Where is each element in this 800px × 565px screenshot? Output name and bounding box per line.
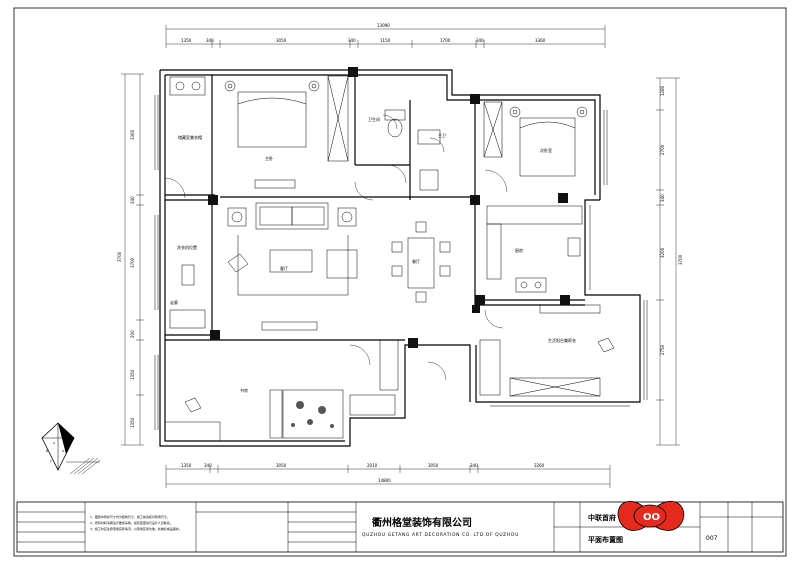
study-rug — [282, 389, 344, 439]
dim-total-bottom: 14800 — [378, 478, 391, 483]
dim-right-2: 2700 — [660, 144, 665, 155]
dimension-texts: 13090 1350 340 3050 340 1150 1700 340 33… — [117, 23, 683, 483]
dim-left-5: 1350 — [130, 369, 135, 380]
sofa — [255, 202, 329, 230]
dim-right-total: 3700 — [678, 254, 683, 265]
dimension-lines — [121, 25, 680, 488]
compass-c: C — [50, 459, 52, 463]
title-note-3: 3、施工时应注意现场实际情况，以现场实测为准，并做好成品保护。 — [90, 526, 182, 531]
second-bed — [519, 117, 576, 177]
room-kitchen: 厨房 — [515, 247, 523, 253]
dim-top-4: 340 — [348, 38, 356, 43]
title-note-2: 2、所有材料请按设计要求采购，如有变更请与设计人员联系。 — [90, 520, 173, 525]
dim-right-3: 340 — [660, 194, 665, 202]
room-hall: 走廊 — [170, 299, 178, 305]
room-dining: 餐厅 — [412, 258, 420, 264]
dim-top-3: 3050 — [276, 38, 287, 43]
dim-top-7: 340 — [476, 38, 484, 43]
dim-bottom-2: 340 — [204, 463, 212, 468]
wardrobe-master — [327, 75, 349, 162]
dim-bottom-1: 1350 — [181, 463, 192, 468]
furniture — [164, 75, 615, 442]
dim-left-1: 3360 — [130, 129, 135, 140]
dim-right-1: 1280 — [660, 85, 665, 96]
room-master-bedroom: 主卧 — [265, 155, 273, 161]
title-block-text: 1、图纸中所标尺寸均为结构尺寸，施工前请核对现场尺寸。 2、所有材料请按设计要求… — [90, 513, 718, 544]
title-note-1: 1、图纸中所标尺寸均为结构尺寸，施工前请核对现场尺寸。 — [90, 514, 170, 519]
room-master-bath: 主卫 — [438, 132, 446, 138]
dim-bottom-4: 2010 — [367, 463, 378, 468]
stamp-text: OO — [643, 512, 660, 523]
dim-top-1: 1350 — [181, 38, 192, 43]
dim-bottom-7: 3260 — [534, 463, 545, 468]
sheet-border — [13, 7, 787, 557]
compass-a: A — [53, 441, 56, 445]
dim-left-3: 3700 — [130, 257, 135, 268]
company-name-en: QUZHOU GETANG ART DECORATION CO. LTD OF … — [362, 532, 519, 538]
dim-left-total: 3700 — [117, 251, 122, 262]
dim-total-top: 13090 — [377, 23, 390, 28]
room-study: 书房 — [240, 387, 248, 393]
page-number: 007 — [706, 535, 718, 542]
room-storage: 储藏室兼衣帽 — [178, 134, 202, 140]
room-laundry: 洗衣机位置 — [177, 244, 197, 250]
dim-left-6: 1350 — [130, 417, 135, 428]
dim-bottom-5: 3050 — [428, 463, 439, 468]
room-second-bedroom: 次卧室 — [540, 147, 552, 153]
room-labels: 主卧 次卧室 卫生间 主卫 客厅 餐厅 厨房 生活阳台兼晾衣 书房 储藏室兼衣帽… — [170, 116, 576, 393]
wardrobe-second — [483, 101, 503, 158]
dim-top-8: 3360 — [535, 38, 546, 43]
drawing-name: 平面布置图 — [588, 535, 623, 544]
company-name-cn: 衢州格堂装饰有限公司 — [372, 516, 472, 529]
coffee-table — [269, 249, 313, 273]
study-desk — [164, 421, 221, 442]
room-guest-bath: 卫生间 — [368, 116, 380, 122]
dining-table — [407, 237, 435, 289]
compass-d: D — [62, 449, 65, 453]
compass-b: B — [46, 449, 48, 453]
dim-left-4: 200 — [130, 330, 135, 338]
red-bow-stamp: OO — [617, 500, 685, 531]
room-living: 客厅 — [280, 265, 288, 271]
dim-top-5: 1150 — [380, 38, 391, 43]
rug-pattern — [291, 401, 334, 428]
project-name: 中联首府 — [588, 513, 616, 522]
dim-right-4: 3200 — [660, 247, 665, 258]
dim-right-5: 2750 — [660, 344, 665, 355]
dim-bottom-6: 340 — [470, 463, 478, 468]
dim-top-6: 1700 — [440, 38, 451, 43]
dim-left-2: 340 — [130, 196, 135, 204]
dim-top-2: 340 — [206, 38, 214, 43]
door-swings — [164, 114, 508, 381]
room-balcony: 生活阳台兼晾衣 — [548, 337, 576, 343]
dim-bottom-3: 3050 — [276, 463, 287, 468]
kitchen-counter — [486, 205, 583, 225]
master-bed — [237, 91, 307, 148]
compass: A B C D — [41, 422, 101, 475]
windows — [154, 95, 648, 430]
columns — [208, 67, 570, 348]
